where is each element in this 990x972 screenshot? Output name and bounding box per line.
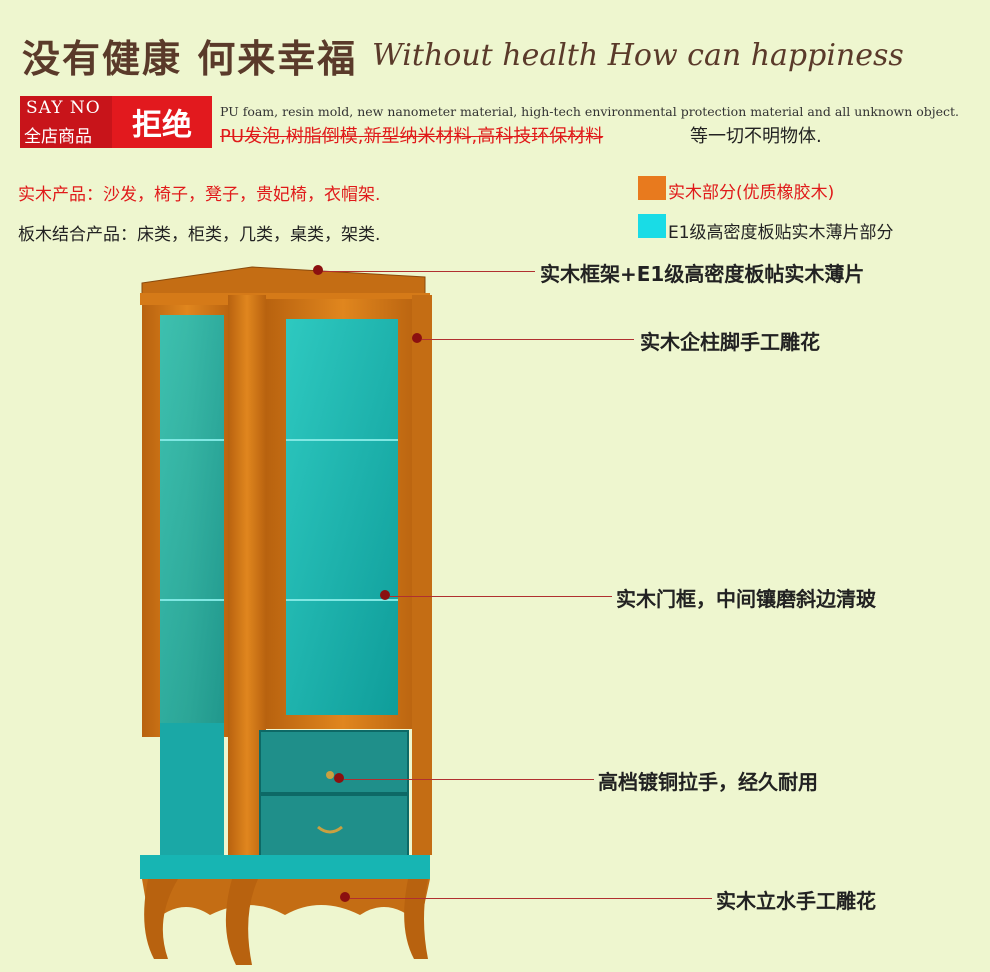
callout-base: 实木立水手工雕花	[716, 889, 876, 913]
display-cabinet-illustration	[140, 266, 432, 965]
reject-badge: 拒绝	[112, 96, 212, 148]
callout-frame: 实木框架+E1级高密度板帖实木薄片	[540, 262, 865, 286]
callout-line-handle	[344, 779, 594, 780]
callout-handle: 高档镀铜拉手，经久耐用	[598, 770, 818, 794]
legend-label-solid-wood: 实木部分(优质橡胶木)	[668, 183, 835, 203]
callout-dot-door	[380, 590, 390, 600]
callout-dot-frame	[313, 265, 323, 275]
reject-materials-strikethrough: PU发泡,树脂倒模,新型纳米材料,高科技环保材料	[220, 126, 604, 147]
legend-swatch-solid-wood	[638, 176, 666, 200]
callout-pillar: 实木企柱脚手工雕花	[640, 330, 820, 354]
say-no-text: SAY NO	[26, 98, 101, 118]
reject-text-en: PU foam, resin mold, new nanometer mater…	[220, 104, 960, 119]
callout-dot-handle	[334, 773, 344, 783]
callout-line-frame	[323, 271, 535, 272]
reject-text-rest: 等一切不明物体.	[690, 126, 822, 147]
legend-label-board: E1级高密度板贴实木薄片部分	[668, 223, 894, 243]
callout-dot-pillar	[412, 333, 422, 343]
callout-dot-base	[340, 892, 350, 902]
solid-wood-products: 实木产品：沙发，椅子，凳子，贵妃椅，衣帽架.	[18, 185, 381, 205]
board-wood-products: 板木结合产品：床类，柜类，几类，桌类，架类.	[18, 225, 381, 245]
callout-line-door	[390, 596, 612, 597]
callout-line-pillar	[422, 339, 634, 340]
headline-cn: 没有健康 何来幸福	[22, 36, 358, 81]
callout-door: 实木门框，中间镶磨斜边清玻	[616, 587, 876, 611]
legend-swatch-board	[638, 214, 666, 238]
callout-line-base	[350, 898, 712, 899]
say-no-badge: SAY NO 全店商品	[20, 96, 112, 148]
headline-en: Without health How can happiness	[372, 38, 904, 73]
all-products-text: 全店商品	[24, 127, 92, 147]
